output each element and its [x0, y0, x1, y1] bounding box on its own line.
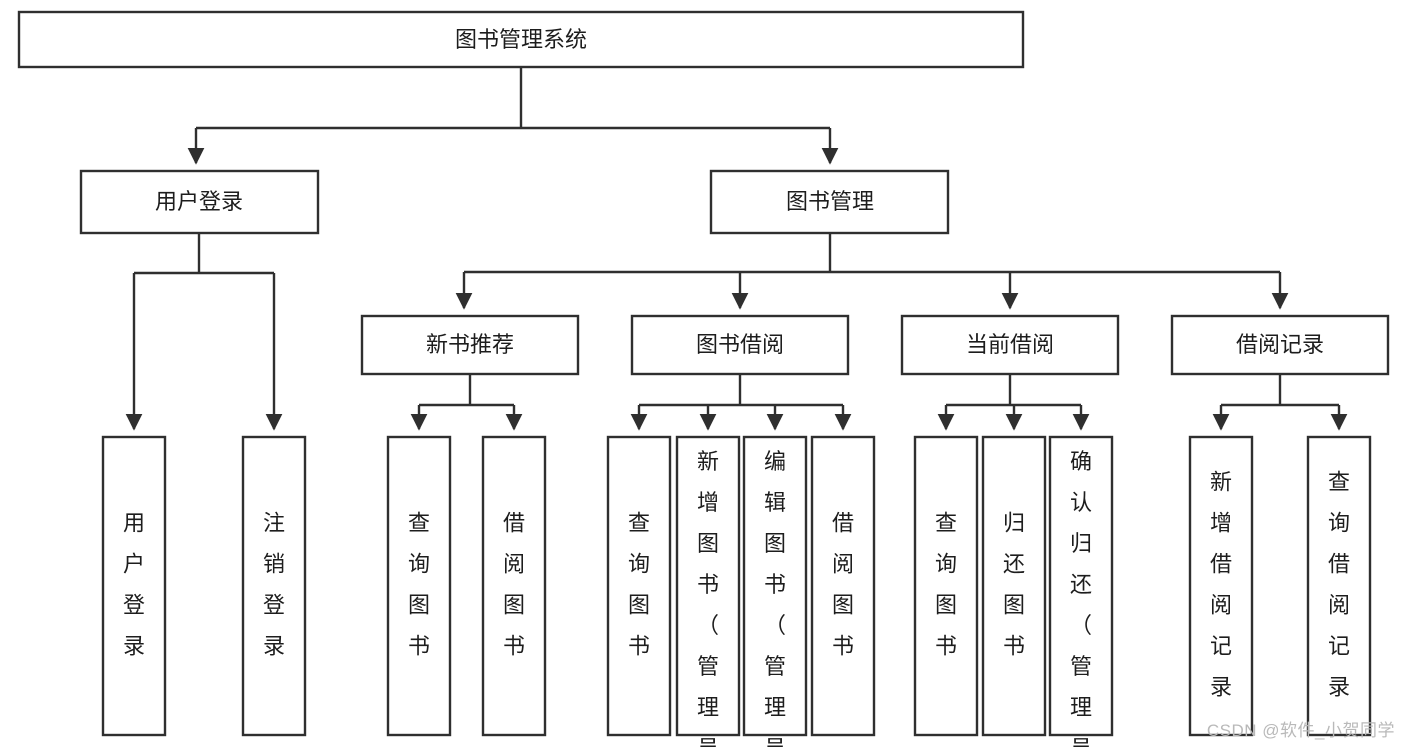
node-leaf-add-book-box[interactable] [675, 435, 741, 737]
node-leaf-borrow-book-1[interactable]: 借阅图书 [481, 435, 547, 737]
node-leaf-query-book-2-box[interactable] [606, 435, 672, 737]
node-leaf-edit-book-box[interactable] [742, 435, 808, 737]
node-current-borrow-box[interactable] [900, 314, 1120, 376]
node-leaf-add-record-label: 新增借阅记录 [1210, 469, 1232, 699]
node-leaf-borrow-book-2-box[interactable] [810, 435, 876, 737]
node-leaf-confirm-return[interactable]: 确认归还（管理员） [1048, 435, 1114, 747]
node-leaf-user-login-box[interactable] [101, 435, 167, 737]
node-book-borrow-box[interactable] [630, 314, 850, 376]
node-borrow-record-box[interactable] [1170, 314, 1390, 376]
node-leaf-query-book-1[interactable]: 查询图书 [386, 435, 452, 737]
node-leaf-add-book-label: 新增图书（管理员） [697, 449, 719, 747]
node-leaf-logout-label: 注销登录 [263, 510, 285, 658]
node-user-login[interactable]: 用户登录 [79, 169, 320, 235]
node-leaf-return-book[interactable]: 归还图书 [981, 435, 1047, 737]
node-leaf-user-login[interactable]: 用户登录 [101, 435, 167, 737]
connector-group-new-book-recommend [410, 374, 523, 431]
node-book-manage[interactable]: 图书管理 [709, 169, 950, 235]
node-user-login-label: 用户登录 [155, 189, 243, 214]
node-leaf-add-record-box[interactable] [1188, 435, 1254, 737]
node-leaf-query-book-3-box[interactable] [913, 435, 979, 737]
node-leaf-return-book-box[interactable] [981, 435, 1047, 737]
node-leaf-borrow-book-1-label: 借阅图书 [503, 510, 525, 658]
node-leaf-edit-book[interactable]: 编辑图书（管理员） [742, 435, 808, 747]
connector-group-borrow-record [1212, 374, 1348, 431]
node-leaf-query-book-2-label: 查询图书 [628, 510, 650, 658]
node-leaf-query-record[interactable]: 查询借阅记录 [1306, 435, 1372, 737]
node-leaf-confirm-return-box[interactable] [1048, 435, 1114, 737]
node-leaf-add-book[interactable]: 新增图书（管理员） [675, 435, 741, 747]
node-leaf-user-login-label: 用户登录 [123, 510, 145, 658]
node-leaf-borrow-book-1-box[interactable] [481, 435, 547, 737]
leaf-node-layer: 用户登录 注销登录 查询图书 借阅图书 查询图书 新增图书（管理员） 编辑图书（管理员） 借阅… [101, 435, 1372, 747]
csdn-watermark: CSDN @软件_小贺同学 [1206, 721, 1395, 740]
node-leaf-logout[interactable]: 注销登录 [241, 435, 307, 737]
node-leaf-query-book-1-box[interactable] [386, 435, 452, 737]
node-leaf-query-record-label: 查询借阅记录 [1328, 469, 1350, 699]
node-leaf-query-record-box[interactable] [1306, 435, 1372, 737]
node-leaf-query-book-2[interactable]: 查询图书 [606, 435, 672, 737]
node-root-box[interactable] [17, 10, 1025, 69]
node-leaf-borrow-book-2[interactable]: 借阅图书 [810, 435, 876, 737]
node-book-borrow-label: 图书借阅 [696, 332, 784, 357]
node-leaf-query-book-3[interactable]: 查询图书 [913, 435, 979, 737]
connector-group-user-login [125, 233, 283, 431]
connector-group-root [187, 67, 839, 165]
node-current-borrow[interactable]: 当前借阅 [900, 314, 1120, 376]
node-new-book-recommend[interactable]: 新书推荐 [360, 314, 580, 376]
node-leaf-query-book-3-label: 查询图书 [935, 510, 957, 658]
node-leaf-add-record[interactable]: 新增借阅记录 [1188, 435, 1254, 737]
node-new-book-recommend-label: 新书推荐 [426, 332, 514, 357]
node-root[interactable]: 图书管理系统 [17, 10, 1025, 69]
node-borrow-record-label: 借阅记录 [1236, 332, 1324, 357]
node-book-borrow[interactable]: 图书借阅 [630, 314, 850, 376]
node-current-borrow-label: 当前借阅 [966, 332, 1054, 357]
node-new-book-recommend-box[interactable] [360, 314, 580, 376]
node-leaf-borrow-book-2-label: 借阅图书 [832, 510, 854, 658]
node-book-manage-box[interactable] [709, 169, 950, 235]
node-leaf-return-book-label: 归还图书 [1003, 510, 1025, 658]
node-user-login-box[interactable] [79, 169, 320, 235]
node-leaf-confirm-return-label: 确认归还（管理员） [1070, 449, 1092, 747]
node-borrow-record[interactable]: 借阅记录 [1170, 314, 1390, 376]
node-book-manage-label: 图书管理 [786, 189, 874, 214]
node-leaf-logout-box[interactable] [241, 435, 307, 737]
node-root-label: 图书管理系统 [455, 27, 587, 52]
connector-group-book-manage [455, 233, 1289, 310]
node-leaf-query-book-1-label: 查询图书 [408, 510, 430, 658]
connector-group-current-borrow [937, 374, 1090, 431]
node-leaf-edit-book-label: 编辑图书（管理员） [764, 449, 786, 747]
connector-group-book-borrow [630, 374, 852, 431]
